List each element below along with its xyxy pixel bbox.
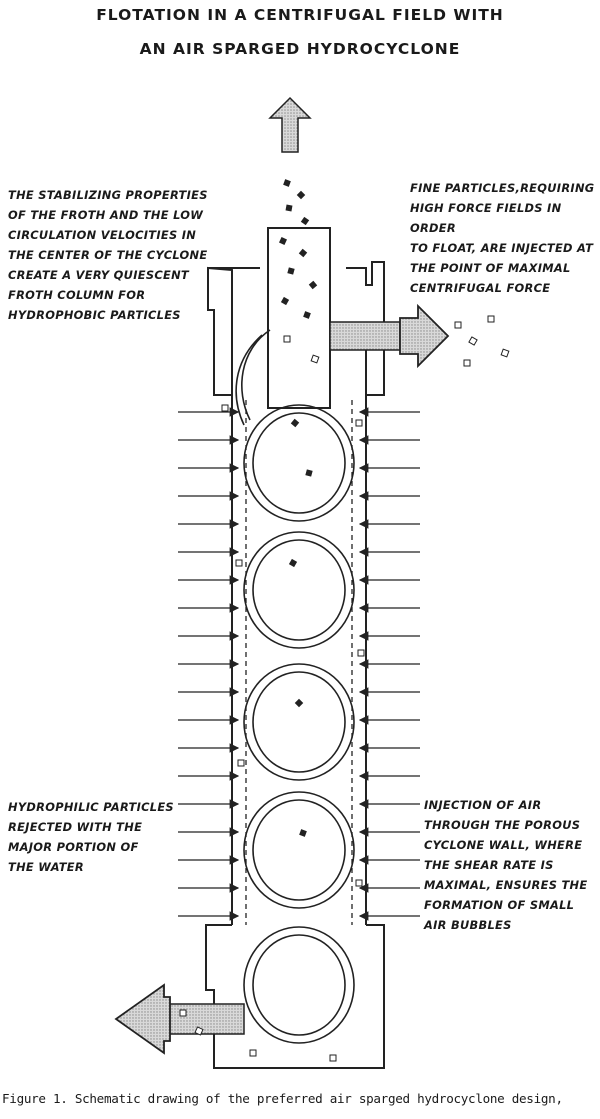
feed-inlet-pipe <box>329 303 450 369</box>
overflow-arrow <box>268 96 312 153</box>
spiral-flow <box>235 329 355 1044</box>
underflow-outlet <box>114 983 245 1055</box>
froth-column-annotation: THE STABILIZING PROPERTIES OF THE FROTH … <box>8 188 208 322</box>
diagram-title-line-2: AN AIR SPARGED HYDROCYCLONE <box>139 40 461 58</box>
cyclone-body <box>205 227 385 1069</box>
air-injection-annotation: INJECTION OF AIR THROUGH THE POROUS CYCL… <box>424 798 588 932</box>
diagram-title-line-1: FLOTATION IN A CENTRIFUGAL FIELD WITH <box>96 6 504 24</box>
hydrophilic-annotation: HYDROPHILIC PARTICLES REJECTED WITH THE … <box>8 800 174 874</box>
hydrophilic-particles <box>179 315 510 1062</box>
fine-particles-annotation: FINE PARTICLES,REQUIRING HIGH FORCE FIEL… <box>410 181 595 295</box>
air-arrows-right <box>358 407 420 921</box>
figure-caption: Figure 1. Schematic drawing of the prefe… <box>2 1091 563 1106</box>
air-arrows-left <box>178 407 240 921</box>
hydrophobic-particles <box>279 179 318 837</box>
porous-wall <box>245 400 353 925</box>
